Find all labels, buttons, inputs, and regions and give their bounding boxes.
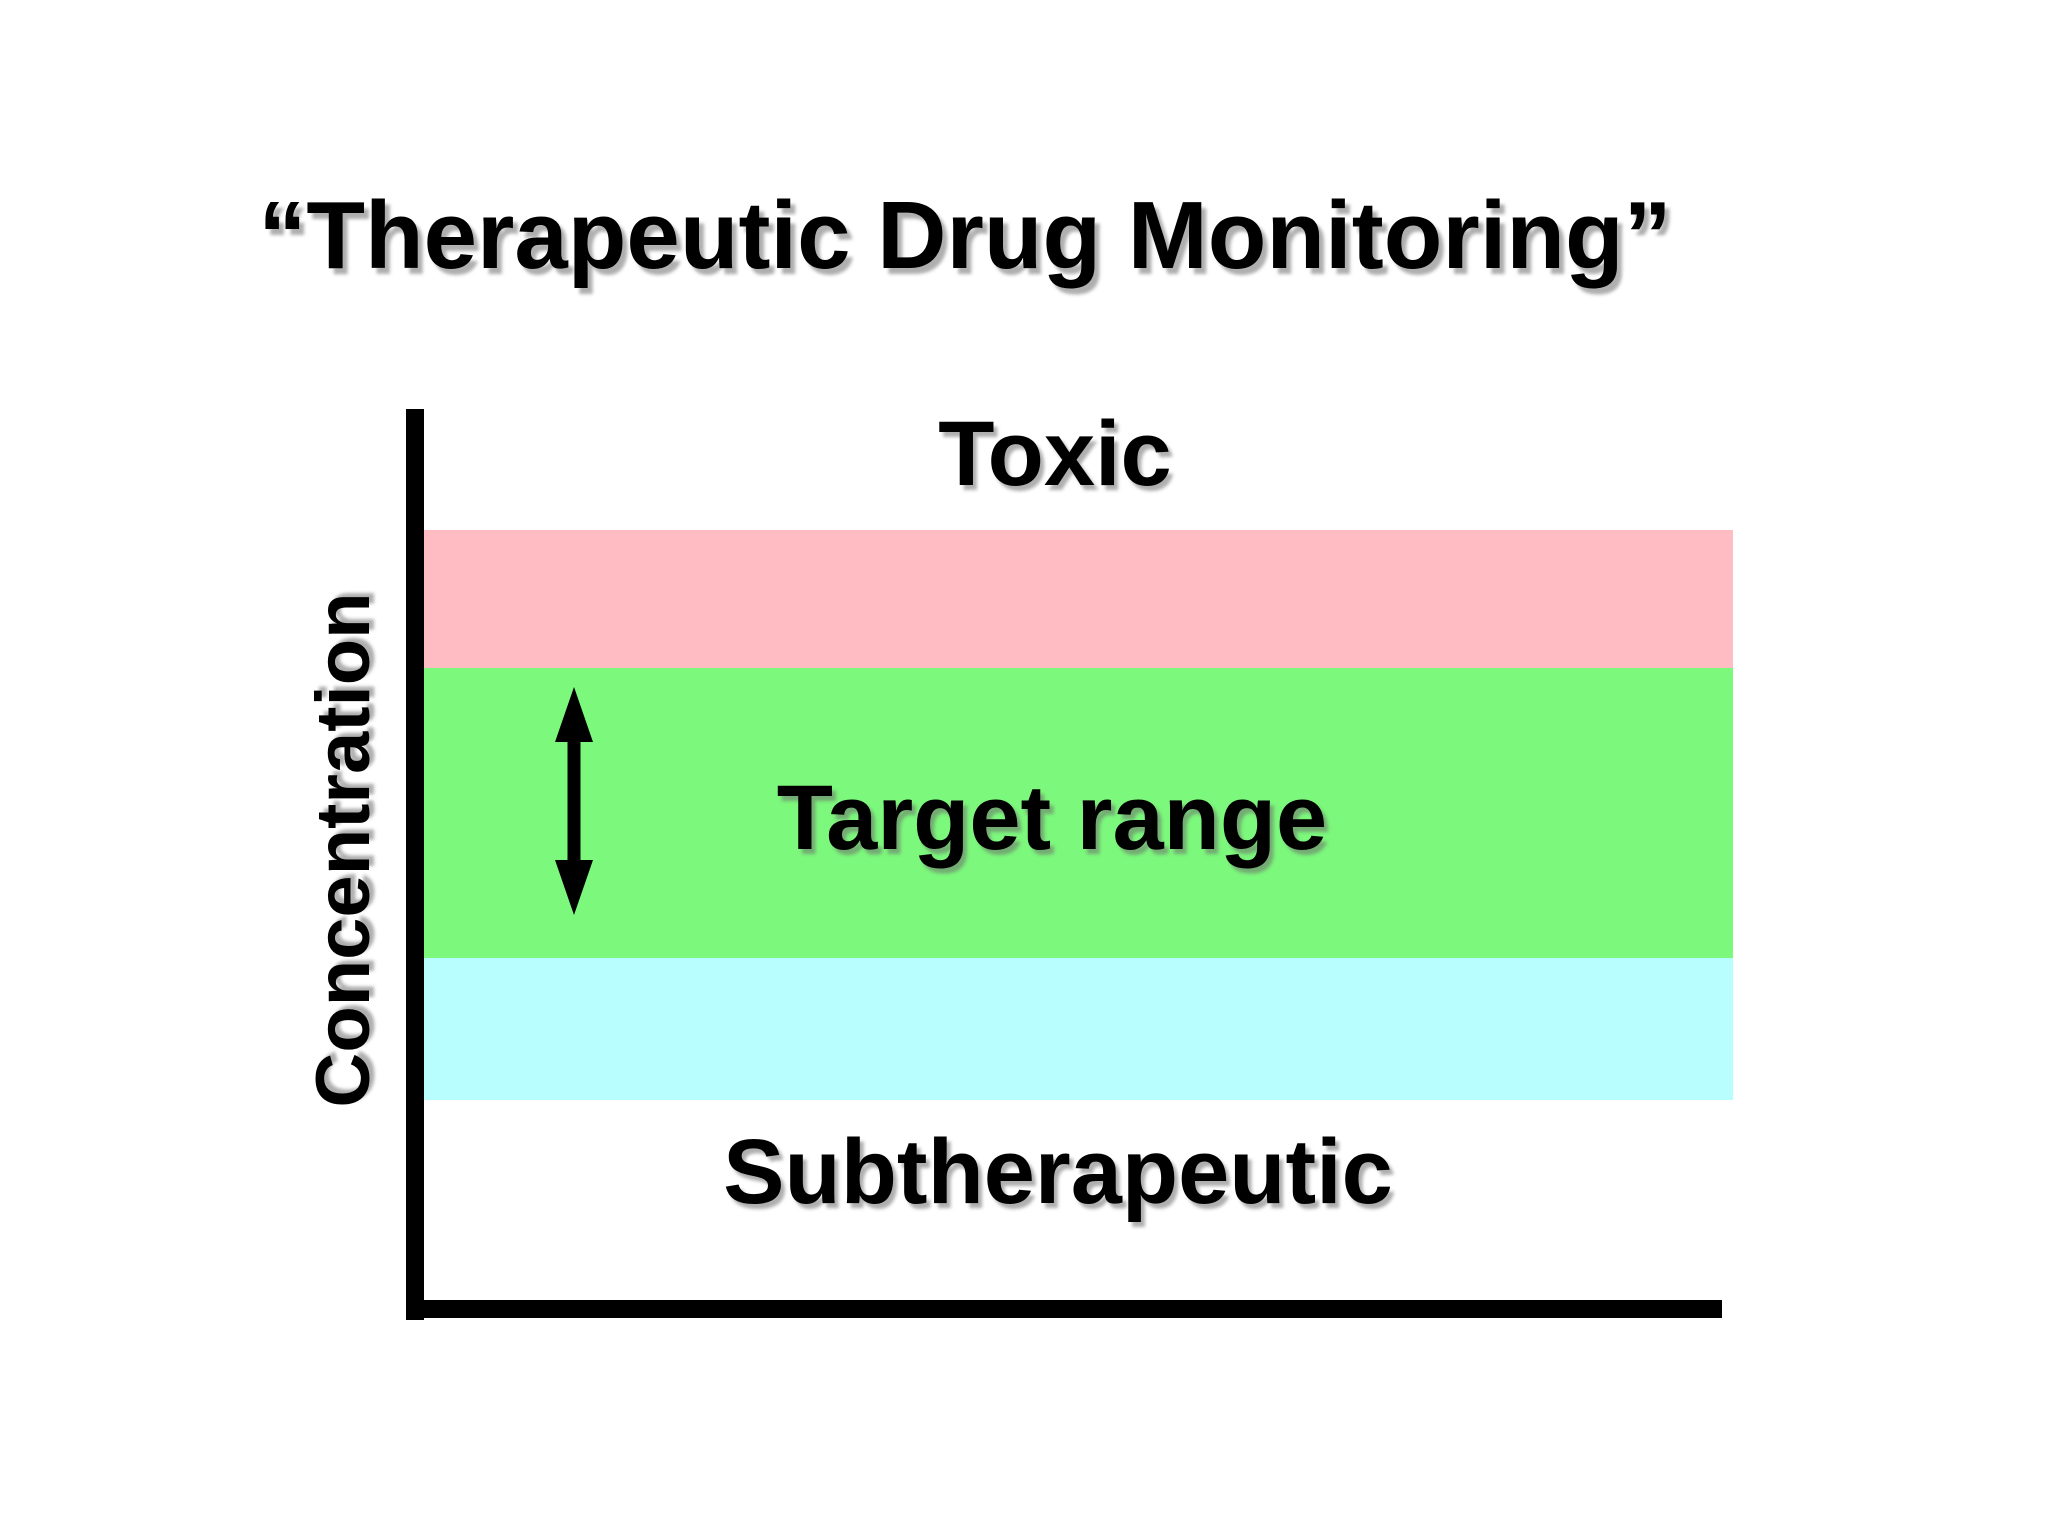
y-axis-label: Concentration bbox=[301, 592, 386, 1108]
subtherapeutic-band bbox=[424, 958, 1733, 1100]
toxic-label: Toxic bbox=[938, 403, 1172, 505]
target-range-label: Target range bbox=[776, 767, 1328, 869]
target-range-band bbox=[424, 668, 1733, 958]
subtherapeutic-label: Subtherapeutic bbox=[723, 1121, 1393, 1223]
slide-title: “Therapeutic Drug Monitoring” bbox=[258, 182, 1672, 289]
y-axis-line bbox=[406, 409, 424, 1320]
double-arrow-vertical-icon bbox=[555, 687, 593, 915]
x-axis-line bbox=[406, 1300, 1722, 1318]
toxic-band bbox=[424, 530, 1733, 668]
